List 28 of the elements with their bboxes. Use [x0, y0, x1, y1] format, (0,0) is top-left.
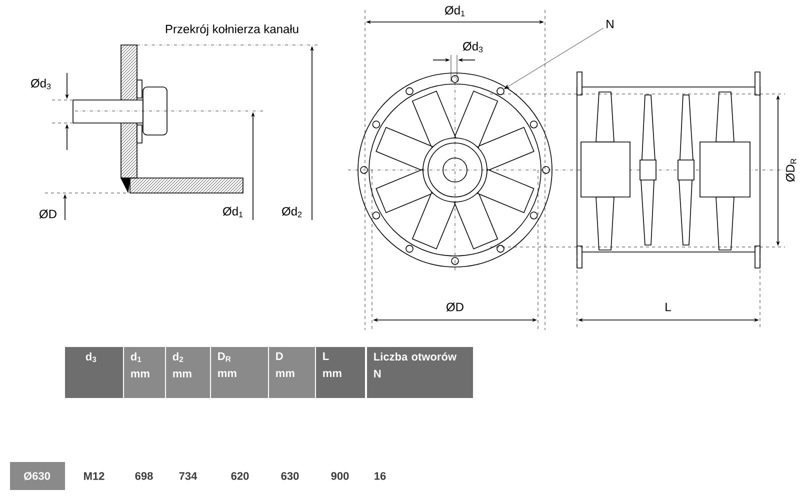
table-cell: 900 [331, 472, 349, 480]
callout-label: N [606, 20, 614, 28]
table-header-cell: d$_{1}$ mm [124, 347, 165, 398]
dimension-label: Ød$_{2}$ [282, 206, 302, 218]
table-cell: M12 [84, 472, 104, 480]
table-header-cell: d$_{3}$ [65, 347, 123, 398]
table-cell: 734 [179, 472, 198, 480]
bolt-hole [496, 87, 504, 96]
table-header-cell: d$_{2}$ mm [166, 347, 210, 398]
table-cell: 16 [374, 472, 386, 480]
table-header-cell: L mm [316, 347, 365, 398]
table-header-cell: Liczba otworów N [367, 347, 473, 398]
table-header-cell: D mm [269, 347, 315, 398]
table-cell: Ø630 [10, 462, 65, 490]
dimension-label: Ød$_{1}$ [222, 206, 243, 218]
dimension-label: ØD [39, 210, 56, 218]
dimension-label: Ød$_{3}$ [462, 42, 483, 52]
dimension-label: Ød$_{3}$ [30, 78, 51, 90]
dimension-label: ØD [446, 302, 464, 312]
table-cell: 630 [281, 472, 299, 480]
dimension-label: Ød$_{1}$ [444, 6, 465, 16]
table-cell: 620 [231, 472, 249, 480]
table-header-cell: D$_{R}$ mm [211, 347, 268, 398]
section-title: Przekrój kołnierza kanału [166, 24, 298, 36]
dimension-label: L [666, 302, 671, 312]
dimension-label: ØD$_{R}$ [786, 158, 796, 182]
table-cell: 698 [135, 472, 153, 480]
leader-line [504, 28, 604, 90]
